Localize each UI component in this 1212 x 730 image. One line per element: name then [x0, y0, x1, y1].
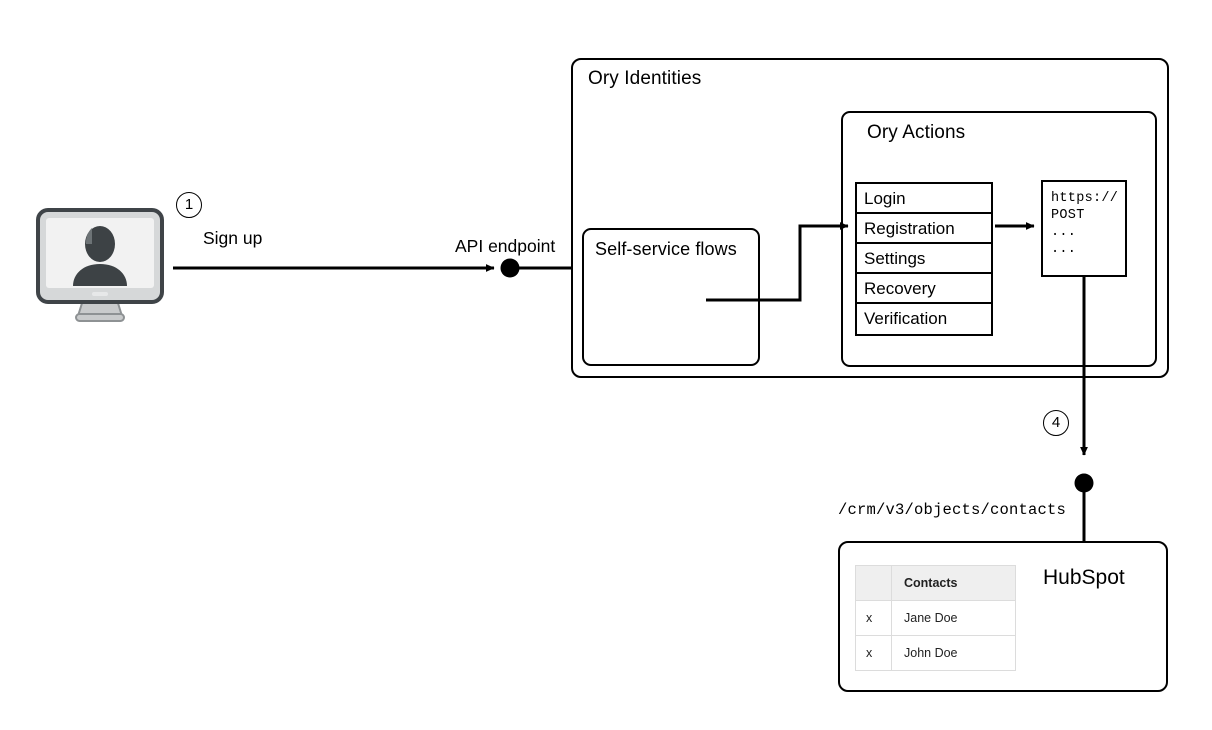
flow-item-settings[interactable]: Settings	[857, 244, 991, 274]
hubspot-endpoint-dot	[1074, 473, 1094, 493]
sign-up-label: Sign up	[203, 228, 263, 248]
table-header-contacts: Contacts	[891, 565, 1016, 601]
hubspot-title: HubSpot	[1043, 566, 1125, 589]
flow-list: Login Registration Settings Recovery Ver…	[855, 182, 993, 336]
webhook-code-box: https:// POST ... ...	[1041, 180, 1127, 277]
crm-path-label: /crm/v3/objects/contacts	[838, 501, 1067, 519]
row-contact-name: John Doe	[891, 635, 1016, 671]
flow-item-verification[interactable]: Verification	[857, 304, 991, 334]
user-monitor-icon	[36, 208, 164, 324]
row-mark: x	[855, 635, 892, 671]
webhook-line-method: POST	[1051, 208, 1085, 223]
webhook-line-url: https://	[1051, 191, 1119, 206]
flow-item-login[interactable]: Login	[857, 184, 991, 214]
table-header-blank	[855, 565, 892, 601]
contacts-table: Contacts x Jane Doe x John Doe	[855, 565, 1016, 671]
table-row[interactable]: x Jane Doe	[855, 600, 1016, 636]
flow-item-recovery[interactable]: Recovery	[857, 274, 991, 304]
ory-actions-title: Ory Actions	[867, 122, 966, 143]
self-service-flows-title: Self-service flows	[595, 239, 737, 259]
step-circle-1: 1	[176, 192, 202, 218]
flow-item-registration[interactable]: Registration	[857, 214, 991, 244]
webhook-line-body-2: ...	[1051, 242, 1077, 257]
api-endpoint-dot	[500, 258, 520, 278]
row-contact-name: Jane Doe	[891, 600, 1016, 636]
row-mark: x	[855, 600, 892, 636]
table-header-row: Contacts	[855, 565, 1016, 601]
webhook-line-body-1: ...	[1051, 225, 1077, 240]
api-endpoint-label: API endpoint	[455, 236, 556, 256]
ory-identities-title: Ory Identities	[588, 68, 702, 89]
step-circle-4: 4	[1043, 410, 1069, 436]
table-row[interactable]: x John Doe	[855, 635, 1016, 671]
